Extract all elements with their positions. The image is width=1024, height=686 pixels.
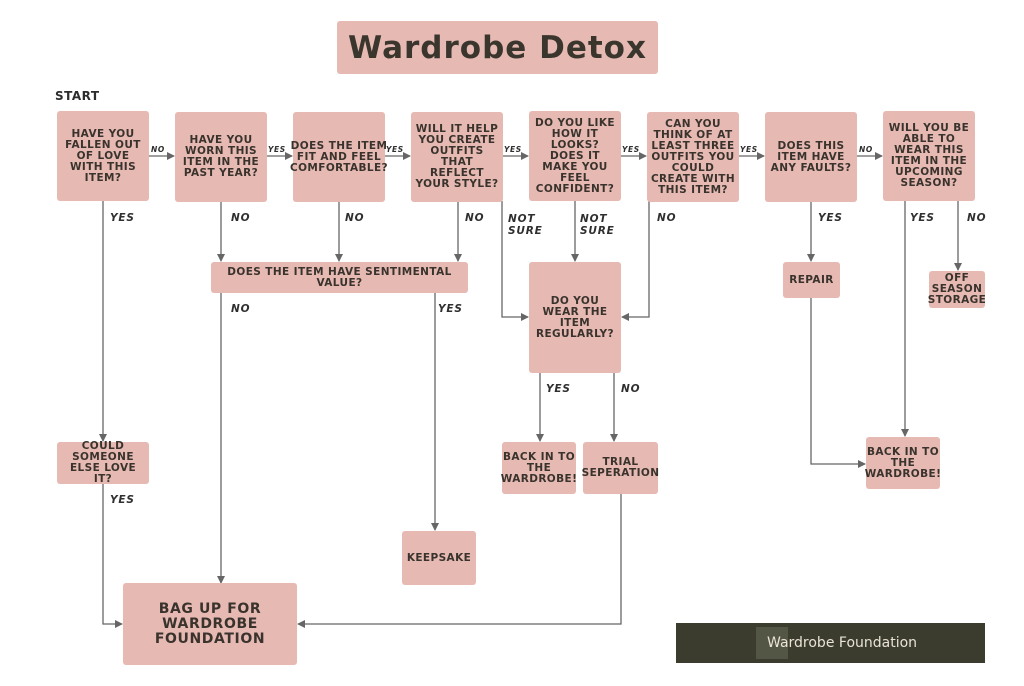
node-repair: REPAIR <box>783 262 840 298</box>
node-text: REPAIR <box>789 273 834 286</box>
node-text: WILL IT HELP YOU CREATE OUTFITS THAT REF… <box>415 123 499 190</box>
node-text: CAN YOU THINK OF AT LEAST THREE OUTFITS … <box>650 117 736 196</box>
footer-logo-block <box>756 627 788 659</box>
edge-label: YES <box>546 383 571 395</box>
arrow-repair <box>810 298 866 468</box>
node-text: BACK IN TO THE WARDROBE! <box>500 450 578 485</box>
edge-label: YES <box>110 494 135 506</box>
node-fit: DOES THE ITEM FIT AND FEEL COMFORTABLE? <box>290 112 389 202</box>
edge-label: YES <box>438 303 463 315</box>
edge-label: YES <box>740 145 758 154</box>
node-off-season: OFF SEASON STORAGE <box>927 271 987 308</box>
edge-label: NO <box>345 212 365 224</box>
edge-label: NO <box>859 145 873 154</box>
node-keepsake: KEEPSAKE <box>402 531 476 585</box>
footer-banner: Wardrobe Foundation <box>676 623 985 663</box>
node-text: WILL YOU BE ABLE TO WEAR THIS ITEM IN TH… <box>888 122 970 189</box>
node-text: HAVE YOU WORN THIS ITEM IN THE PAST YEAR… <box>182 134 260 179</box>
edge-label: YES <box>818 212 843 224</box>
node-text: OFF SEASON STORAGE <box>927 272 987 306</box>
node-text: COULD SOMEONE ELSE LOVE IT? <box>69 440 137 485</box>
node-text: DOES THIS ITEM HAVE ANY FAULTS? <box>770 139 852 174</box>
node-text: DO YOU LIKE HOW IT LOOKS? DOES IT MAKE Y… <box>535 116 615 195</box>
page-title: Wardrobe Detox <box>337 21 658 74</box>
node-like-looks: DO YOU LIKE HOW IT LOOKS? DOES IT MAKE Y… <box>529 111 621 201</box>
edge-label: YES <box>110 212 135 224</box>
edge-label: NOT SURE <box>508 213 543 237</box>
edge-label: YES <box>622 145 640 154</box>
footer-text: Wardrobe Foundation <box>767 635 918 651</box>
node-worn: HAVE YOU WORN THIS ITEM IN THE PAST YEAR… <box>175 112 267 202</box>
arrow-style-notsure <box>501 201 529 321</box>
node-wear-regularly: DO YOU WEAR THE ITEM REGULARLY? <box>529 262 621 373</box>
node-season: WILL YOU BE ABLE TO WEAR THIS ITEM IN TH… <box>883 111 975 201</box>
edge-label: NO <box>231 303 251 315</box>
arrow-trial <box>297 494 622 628</box>
edge-label: YES <box>504 145 522 154</box>
node-text: BACK IN TO THE WARDROBE! <box>864 445 942 480</box>
node-text: BAG UP FOR WARDROBE FOUNDATION <box>154 600 266 647</box>
node-text: KEEPSAKE <box>406 551 472 564</box>
edge-label: NO <box>151 145 165 154</box>
edge-label: NO <box>621 383 641 395</box>
node-back-wardrobe-2: BACK IN TO THE WARDROBE! <box>864 437 942 489</box>
start-label: START <box>55 89 100 103</box>
node-trial: TRIAL SEPERATION <box>581 442 660 494</box>
edge-label: NO <box>465 212 485 224</box>
edge-label: YES <box>268 145 286 154</box>
node-someone-else: COULD SOMEONE ELSE LOVE IT? <box>57 440 149 485</box>
node-text: HAVE YOU FALLEN OUT OF LOVE WITH THIS IT… <box>65 127 141 184</box>
edge-label: NOT SURE <box>580 213 615 237</box>
node-text: TRIAL SEPERATION <box>581 456 660 479</box>
node-outfits-style: WILL IT HELP YOU CREATE OUTFITS THAT REF… <box>411 112 503 202</box>
node-text: DOES THE ITEM FIT AND FEEL COMFORTABLE? <box>290 139 389 174</box>
edge-label: NO <box>967 212 987 224</box>
node-back-wardrobe-1: BACK IN TO THE WARDROBE! <box>500 442 578 494</box>
edge-label: YES <box>386 145 404 154</box>
edge-label: YES <box>910 212 935 224</box>
arrow-three-no <box>621 201 650 321</box>
node-text: DO YOU WEAR THE ITEM REGULARLY? <box>535 294 615 340</box>
node-bag-up: BAG UP FOR WARDROBE FOUNDATION <box>123 583 297 665</box>
edge-label: NO <box>231 212 251 224</box>
node-text: DOES THE ITEM HAVE SENTIMENTAL VALUE? <box>227 265 452 289</box>
edge-label: NO <box>657 212 677 224</box>
node-faults: DOES THIS ITEM HAVE ANY FAULTS? <box>765 112 857 202</box>
node-three-outfits: CAN YOU THINK OF AT LEAST THREE OUTFITS … <box>647 112 739 202</box>
node-sentimental: DOES THE ITEM HAVE SENTIMENTAL VALUE? <box>211 262 468 293</box>
arrow-someone-yes <box>102 484 123 628</box>
node-fallen-out: HAVE YOU FALLEN OUT OF LOVE WITH THIS IT… <box>57 111 149 201</box>
